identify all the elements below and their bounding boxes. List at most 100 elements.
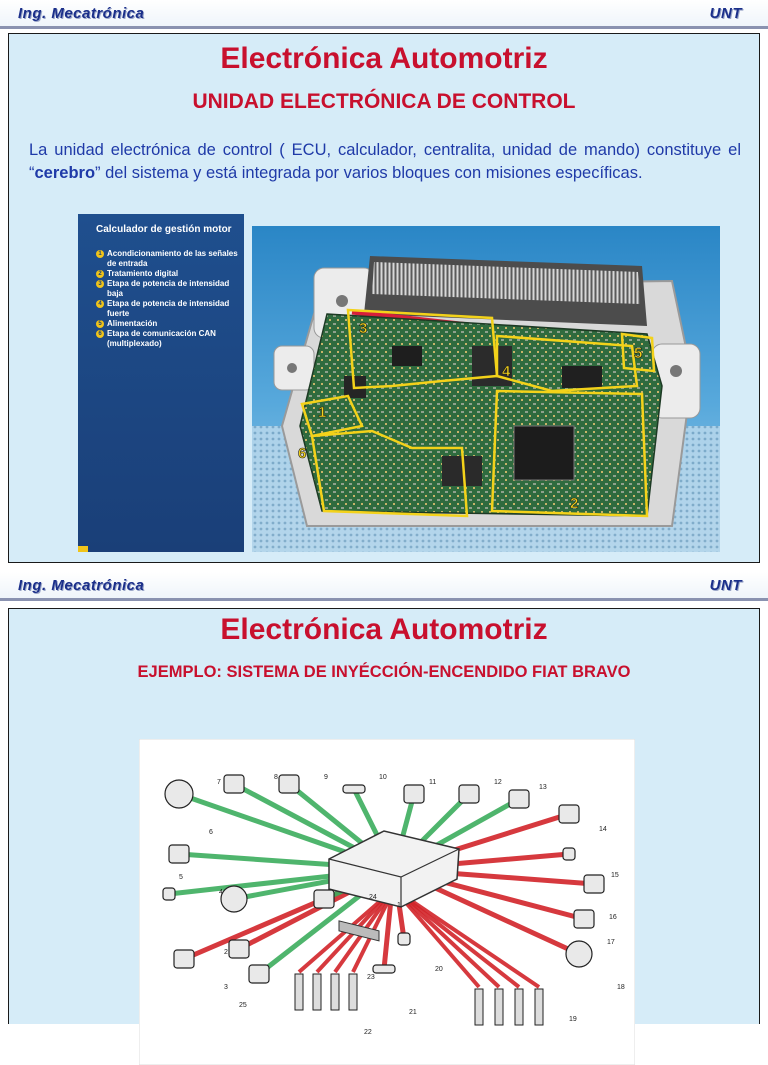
diagram-number-label: 21 — [409, 1009, 417, 1016]
fuel-injector — [534, 988, 544, 1026]
legend-title: Calculador de gestión motor — [96, 224, 232, 235]
diagram-number-label: 2 — [224, 949, 228, 956]
ignition-coil-plug — [330, 973, 340, 1011]
slide-subtitle: UNIDAD ELECTRÓNICA DE CONTROL — [192, 90, 576, 113]
system-component — [162, 887, 176, 901]
diagram-number-label: 25 — [239, 1002, 247, 1009]
legend-item-label: Etapa de potencia de intensidad fuerte — [107, 299, 230, 318]
diagram-number-label: 9 — [324, 774, 328, 781]
slide-injection-system: Ing. Mecatrónica UNT Electrónica Automot… — [0, 572, 768, 1065]
system-component — [458, 784, 480, 804]
diagram-number-label: 12 — [494, 779, 502, 786]
diagram-components — [162, 774, 605, 1026]
system-component — [403, 784, 425, 804]
ic-chip — [392, 346, 422, 366]
diagram-number-label: 7 — [217, 779, 221, 786]
legend-number-badge: 6 — [96, 330, 104, 338]
legend-item-label: Etapa de comunicación CAN (multiplexado) — [107, 329, 216, 348]
diagram-number-label: 1 — [397, 902, 401, 909]
mount-hole — [670, 365, 682, 377]
diagram-number-label: 24 — [369, 894, 377, 901]
header-left-label: Ing. Mecatrónica — [18, 5, 145, 22]
system-component — [220, 885, 248, 913]
system-component — [342, 784, 366, 794]
slide-header: Ing. Mecatrónica UNT — [0, 572, 768, 601]
system-component — [164, 779, 194, 809]
diagram-number-label: 10 — [379, 774, 387, 781]
fuel-injector — [494, 988, 504, 1026]
legend-number-badge: 2 — [96, 270, 104, 278]
block-outlines — [300, 308, 656, 518]
system-component — [573, 909, 595, 929]
legend-item-label: Etapa de potencia de intensidad baja — [107, 279, 230, 298]
diagram-number-label: 11 — [429, 779, 436, 786]
photo-callout-6: 6 — [298, 445, 306, 462]
diagram-number-label: 15 — [611, 872, 619, 879]
diagram-number-label: 8 — [274, 774, 278, 781]
connector-pins — [372, 262, 640, 304]
diagram-number-label: 14 — [599, 826, 607, 833]
system-component — [372, 964, 396, 974]
photo-callout-2: 2 — [570, 495, 578, 512]
paragraph-text-end: ” del sistema y está integrada por vario… — [95, 164, 643, 182]
header-right-label: UNT — [709, 5, 742, 22]
legend-number-badge: 1 — [96, 250, 104, 258]
ignition-coil-plug — [348, 973, 358, 1011]
diagram-number-label: 16 — [609, 914, 617, 921]
system-component — [168, 844, 190, 864]
paragraph-bold-word: cerebro — [34, 164, 96, 182]
header-divider — [0, 598, 768, 601]
diagram-number-label: 3 — [224, 984, 228, 991]
slide-title: Electrónica Automotriz — [220, 613, 548, 646]
mount-hole — [287, 363, 297, 373]
diagram-number-label: 17 — [607, 939, 615, 946]
paragraph-text-start: La unidad electrónica de control ( ECU, … — [29, 141, 741, 182]
photo-callout-3: 3 — [359, 320, 367, 337]
slide-subtitle: EJEMPLO: SISTEMA DE INYÉCCIÓN-ENCENDIDO … — [137, 663, 631, 681]
system-component — [278, 774, 300, 794]
system-component — [508, 789, 530, 809]
microprocessor-chip — [513, 425, 575, 481]
ecu-unit — [328, 830, 460, 942]
diagram-number-label: 22 — [364, 1029, 372, 1036]
content-panel: Electrónica Automotriz UNIDAD ELECTRÓNIC… — [8, 33, 760, 563]
fuel-injector — [514, 988, 524, 1026]
system-component — [223, 774, 245, 794]
header-divider — [0, 26, 768, 29]
photo-callout-5: 5 — [634, 345, 642, 362]
system-component — [248, 964, 270, 984]
output-arrow — [392, 887, 481, 989]
system-component — [397, 932, 411, 946]
legend-number-badge: 5 — [96, 320, 104, 328]
legend-number-badge: 4 — [96, 300, 104, 308]
output-arrow — [392, 887, 541, 989]
system-component — [562, 847, 576, 861]
diagram-number-label: 20 — [435, 966, 443, 973]
content-panel: Electrónica Automotriz EJEMPLO: SISTEMA … — [8, 608, 760, 1065]
mount-hole — [336, 295, 348, 307]
legend-number-badge: 3 — [96, 280, 104, 288]
legend-item-label: Alimentación — [107, 319, 158, 328]
diagram-number-label: 6 — [209, 829, 213, 836]
legend-corner-mark — [78, 546, 88, 552]
system-component — [173, 949, 195, 969]
slide-ecu: Ing. Mecatrónica UNT Electrónica Automot… — [0, 0, 768, 563]
ic-chip — [562, 366, 602, 388]
system-component — [228, 939, 250, 959]
description-paragraph: La unidad electrónica de control ( ECU, … — [29, 139, 741, 185]
legend-item-label: Tratamiento digital — [107, 269, 179, 278]
diagram-number-label: 19 — [569, 1016, 577, 1023]
fuel-injector — [474, 988, 484, 1026]
legend-item-label: Acondicionamiento de las señales de entr… — [107, 249, 238, 268]
ignition-coil-plug — [312, 973, 322, 1011]
